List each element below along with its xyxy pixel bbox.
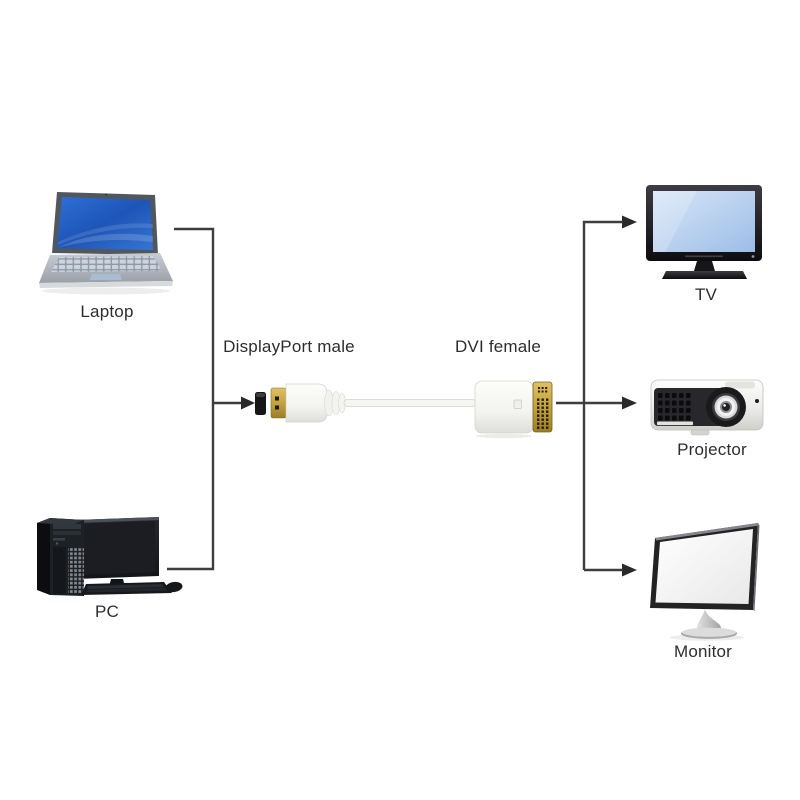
pc-vent-grid bbox=[68, 547, 84, 594]
monitor-screen bbox=[655, 529, 753, 604]
tv-arrow-icon bbox=[622, 215, 637, 229]
power-button-icon bbox=[55, 542, 59, 545]
dvi-adapter-body bbox=[474, 380, 534, 434]
dvi-pin-grid bbox=[537, 398, 550, 430]
left-arrow-icon bbox=[241, 396, 255, 410]
pc-tower-side bbox=[37, 518, 50, 595]
pc-mouse bbox=[165, 581, 183, 593]
tv-label: TV bbox=[694, 285, 718, 304]
adapter-cable bbox=[343, 399, 477, 407]
monitor-image bbox=[643, 514, 769, 642]
projector-ir-dot-icon bbox=[755, 399, 759, 403]
monitor-arrow-icon bbox=[622, 563, 637, 577]
laptop-screen bbox=[57, 197, 153, 250]
webcam-dot-icon bbox=[105, 193, 107, 196]
tv-stand-neck bbox=[694, 261, 715, 271]
pc-monitor-screen bbox=[79, 521, 155, 575]
tv-indicator-icon bbox=[751, 255, 755, 258]
laptop-touchpad bbox=[90, 274, 122, 280]
right-bracket-line bbox=[582, 220, 623, 570]
pc-drive-bay bbox=[53, 524, 81, 529]
dp-plug-body bbox=[285, 383, 328, 423]
projector-label: Projector bbox=[677, 440, 747, 459]
monitor-stand bbox=[696, 609, 723, 633]
adapter-left-label: DisplayPort male bbox=[223, 337, 355, 356]
dvi-top-pins bbox=[538, 387, 548, 394]
tv-screen bbox=[653, 191, 755, 252]
projector-vent-grid bbox=[658, 393, 692, 421]
laptop-label: Laptop bbox=[80, 302, 134, 321]
pc-label: PC bbox=[94, 602, 120, 621]
dp-black-cap bbox=[255, 392, 266, 415]
monitor-label: Monitor bbox=[673, 642, 733, 661]
projector-control-panel bbox=[725, 381, 755, 389]
adapter-right-label: DVI female bbox=[454, 337, 542, 356]
tv-image bbox=[645, 182, 763, 286]
tv-stand-base bbox=[662, 271, 747, 279]
displayport-to-dvi-adapter-image bbox=[253, 373, 563, 443]
laptop-shadow bbox=[42, 287, 170, 295]
desktop-pc-image bbox=[28, 502, 192, 602]
left-bracket-line bbox=[167, 227, 215, 571]
dp-gold-tip bbox=[270, 387, 287, 419]
projector-arrow-icon bbox=[622, 396, 637, 410]
laptop-image bbox=[36, 184, 176, 298]
projector-image bbox=[637, 372, 765, 450]
